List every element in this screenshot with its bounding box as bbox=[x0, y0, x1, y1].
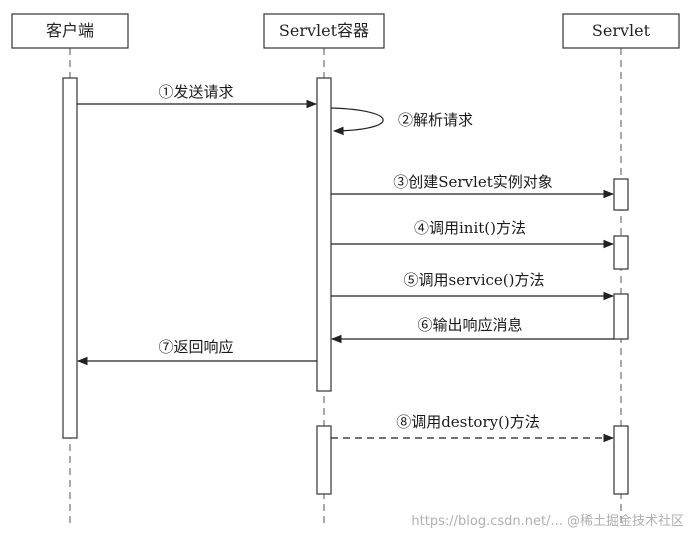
message-create-instance-label: ③创建Servlet实例对象 bbox=[393, 173, 553, 191]
message-call-service-label: ⑤调用service()方法 bbox=[404, 271, 545, 289]
participant-label-servlet: Servlet bbox=[592, 21, 651, 40]
message-return-response-label: ⑦返回响应 bbox=[158, 338, 233, 356]
participant-label-client: 客户端 bbox=[46, 21, 94, 40]
activation-container-main bbox=[316, 77, 332, 392]
participant-servlet: Servlet bbox=[562, 13, 680, 49]
participant-container: Servlet容器 bbox=[263, 13, 385, 49]
message-send-request-label: ①发送请求 bbox=[158, 83, 233, 101]
message-parse-request-arrow bbox=[330, 107, 384, 136]
message-parse-request-label: ②解析请求 bbox=[398, 111, 473, 129]
activation-servlet-destroy bbox=[613, 425, 629, 495]
watermark-text: https://blog.csdn.net/... @稀土掘金技术社区 bbox=[411, 513, 684, 529]
activation-servlet-init bbox=[613, 235, 629, 270]
activation-servlet-service bbox=[613, 293, 629, 340]
activation-servlet-create bbox=[613, 178, 629, 211]
message-call-init-label: ④调用init()方法 bbox=[414, 219, 526, 237]
participant-label-container: Servlet容器 bbox=[279, 21, 369, 40]
message-call-destroy-label: ⑧调用destory()方法 bbox=[396, 413, 540, 431]
activation-container-destroy bbox=[316, 425, 332, 495]
message-output-response-label: ⑥输出响应消息 bbox=[417, 316, 522, 334]
participant-client: 客户端 bbox=[11, 13, 129, 49]
activation-client bbox=[62, 77, 78, 439]
